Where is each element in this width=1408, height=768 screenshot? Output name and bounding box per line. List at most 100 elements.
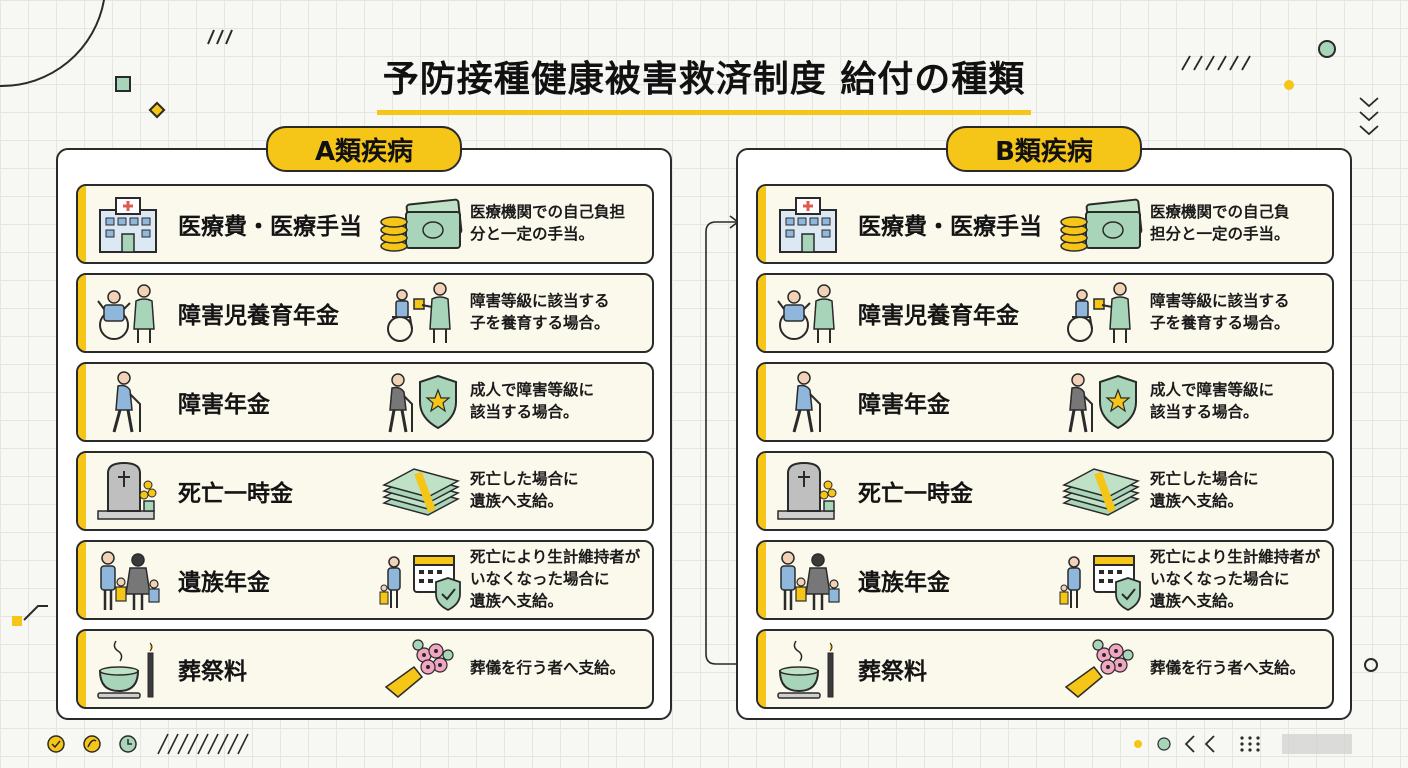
benefit-name: 医療費・医療手当 — [178, 214, 362, 240]
family-icon — [774, 548, 842, 612]
slash-marks-decoration — [207, 29, 233, 45]
benefit-description: 葬儀を行う者へ支給。 — [470, 631, 652, 707]
benefit-name: 障害年金 — [178, 392, 270, 418]
ring-decoration — [1364, 658, 1378, 672]
benefit-description: 死亡により生計維持者がいなくなった場合に遺族へ支給。 — [470, 542, 652, 618]
panel-tag: B類疾病 — [946, 126, 1142, 172]
shield-star-icon — [378, 370, 464, 434]
benefit-row-disability-pension: 障害年金 成人で障害等級に該当する場合。 — [756, 362, 1334, 442]
money-coins-icon — [378, 192, 464, 256]
child-wheelchair-caregiver-icon — [94, 281, 162, 345]
benefit-description-line: 遺族へ支給。 — [1150, 492, 1244, 510]
money-coins-icon — [1058, 192, 1144, 256]
flower-bouquet-icon — [1058, 637, 1144, 701]
benefit-row-medical: 医療費・医療手当 医療機関での自己負担分と一定の手当。 — [756, 184, 1334, 264]
gravestone-flowers-icon — [774, 459, 842, 523]
benefit-description-line: 遺族へ支給。 — [470, 591, 564, 610]
benefit-description: 障害等級に該当する子を養育する場合。 — [1150, 275, 1332, 351]
corner-arc-decoration — [0, 0, 105, 88]
chevrons-down-decoration — [1359, 97, 1379, 136]
benefit-description: 死亡により生計維持者がいなくなった場合に遺族へ支給。 — [1150, 542, 1332, 618]
family-icon — [94, 548, 162, 612]
benefit-row-medical: 医療費・医療手当 医療機関での自己負担分と一定の手当。 — [76, 184, 654, 264]
benefit-description-line: 子を養育する場合。 — [470, 314, 610, 332]
incense-bowl-icon — [94, 637, 162, 701]
title-wrapper: 予防接種健康被害救済制度 給付の種類 — [0, 46, 1408, 115]
mint-square-decoration — [115, 76, 131, 92]
benefit-row-disabled-child-pension: 障害児養育年金 障害等級に該当する子を養育する場合。 — [76, 273, 654, 353]
benefit-description-line: 該当する場合。 — [470, 403, 579, 421]
benefit-description-line: 担分と一定の手当。 — [1150, 225, 1290, 243]
benefit-description-line: 成人で障害等級に — [1150, 381, 1275, 400]
benefit-row-disability-pension: 障害年金 成人で障害等級に該当する場合。 — [76, 362, 654, 442]
right-slash-marks-decoration — [1181, 55, 1251, 71]
panel-tag: A類疾病 — [266, 126, 462, 172]
hospital-icon — [94, 192, 162, 256]
benefit-description: 死亡した場合に遺族へ支給。 — [1150, 453, 1332, 529]
wheelchair-care-icon — [1058, 281, 1144, 345]
benefit-description-line: 医療機関での自己負 — [1150, 203, 1290, 222]
benefit-description: 成人で障害等級に該当する場合。 — [1150, 364, 1332, 440]
benefit-row-disabled-child-pension: 障害児養育年金 障害等級に該当する子を養育する場合。 — [756, 273, 1334, 353]
benefit-list: 医療費・医療手当 医療機関での自己負担分と一定の手当。障害児養育年金 障害等級に該当… — [756, 184, 1334, 709]
benefit-description: 葬儀を行う者へ支給。 — [1150, 631, 1332, 707]
benefit-description-line: 該当する場合。 — [1150, 403, 1259, 421]
benefit-description-line: 子を養育する場合。 — [1150, 314, 1290, 332]
benefit-description: 障害等級に該当する子を養育する場合。 — [470, 275, 652, 351]
family-calendar-shield-icon — [1058, 548, 1144, 612]
gravestone-flowers-icon — [94, 459, 162, 523]
incense-bowl-icon — [774, 637, 842, 701]
benefit-description-line: 遺族へ支給。 — [1150, 591, 1244, 610]
benefit-row-survivor-pension: 遺族年金 死亡により生計維持者がいなくなった場合に遺族へ支給。 — [756, 540, 1334, 620]
hospital-icon — [774, 192, 842, 256]
benefit-name: 障害年金 — [858, 392, 950, 418]
benefit-row-funeral: 葬祭料 葬儀を行う者へ支給。 — [756, 629, 1334, 709]
yellow-dot-decoration — [1284, 80, 1294, 90]
money-bundle-icon — [378, 459, 464, 523]
wheelchair-care-icon — [378, 281, 464, 345]
mint-circle-decoration — [1318, 40, 1336, 58]
panel-a-class-disease: A類疾病 医療費・医療手当医療機関での自己負担分と一定の手当。障害児養育年金障害… — [56, 126, 672, 720]
benefit-description-line: 葬儀を行う者へ支給。 — [470, 659, 626, 678]
benefit-name: 葬祭料 — [858, 659, 927, 685]
benefit-description-line: 障害等級に該当する — [1150, 292, 1290, 311]
benefit-description-line: 葬儀を行う者へ支給。 — [1150, 659, 1306, 678]
flower-bouquet-icon — [378, 637, 464, 701]
benefit-row-survivor-pension: 遺族年金 死亡により生計維持者がいなくなった場合に遺族へ支給。 — [76, 540, 654, 620]
benefit-name: 遺族年金 — [858, 570, 950, 596]
benefit-name: 死亡一時金 — [858, 481, 973, 507]
benefit-description-line: 死亡した場合に — [470, 470, 579, 489]
benefit-description-line: 医療機関での自己負担 — [470, 203, 626, 222]
benefit-description-line: 遺族へ支給。 — [470, 492, 564, 510]
benefit-name: 遺族年金 — [178, 570, 270, 596]
benefit-name: 障害児養育年金 — [858, 303, 1019, 329]
benefit-name: 医療費・医療手当 — [858, 214, 1042, 240]
benefit-name: 障害児養育年金 — [178, 303, 339, 329]
benefit-description: 成人で障害等級に該当する場合。 — [470, 364, 652, 440]
bottom-right-marks-decoration — [1134, 734, 1352, 754]
benefit-name: 死亡一時金 — [178, 481, 293, 507]
benefit-description-line: 死亡により生計維持者が — [470, 548, 641, 567]
elderly-cane-icon — [774, 370, 842, 434]
child-wheelchair-caregiver-icon — [774, 281, 842, 345]
benefit-row-death-lump-sum: 死亡一時金 死亡した場合に遺族へ支給。 — [756, 451, 1334, 531]
benefit-description-line: 成人で障害等級に — [470, 381, 595, 400]
left-bracket-decoration — [12, 605, 48, 626]
shield-star-icon — [1058, 370, 1144, 434]
bottom-left-icons-decoration — [47, 733, 249, 755]
benefit-description-line: 障害等級に該当する — [470, 292, 610, 311]
benefit-description: 死亡した場合に遺族へ支給。 — [470, 453, 652, 529]
benefit-row-funeral: 葬祭料 葬儀を行う者へ支給。 — [76, 629, 654, 709]
benefit-description: 医療機関での自己負担分と一定の手当。 — [470, 186, 652, 262]
benefit-description-line: 死亡により生計維持者が — [1150, 548, 1321, 567]
benefit-row-death-lump-sum: 死亡一時金 死亡した場合に遺族へ支給。 — [76, 451, 654, 531]
money-bundle-icon — [1058, 459, 1144, 523]
benefit-description-line: いなくなった場合に — [1150, 570, 1290, 589]
elderly-cane-icon — [94, 370, 162, 434]
family-calendar-shield-icon — [378, 548, 464, 612]
benefit-description-line: 死亡した場合に — [1150, 470, 1259, 489]
benefit-description-line: いなくなった場合に — [470, 570, 610, 589]
page-title: 予防接種健康被害救済制度 給付の種類 — [376, 46, 1032, 115]
benefit-description: 医療機関での自己負担分と一定の手当。 — [1150, 186, 1332, 262]
benefit-name: 葬祭料 — [178, 659, 247, 685]
